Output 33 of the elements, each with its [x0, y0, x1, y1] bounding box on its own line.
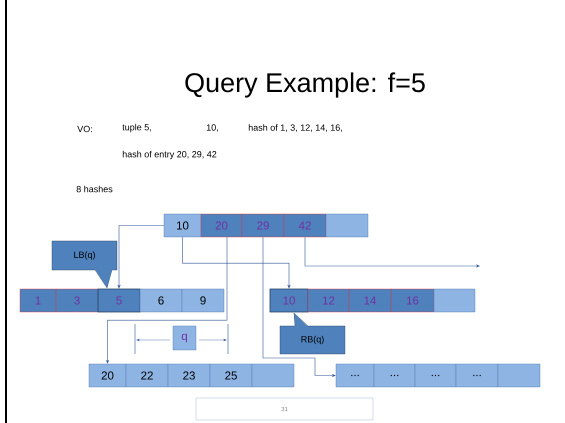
text-label: VO:	[77, 126, 92, 132]
cell: 22	[126, 364, 168, 388]
title: Query Example: f=5	[185, 72, 425, 98]
cell: 14	[348, 288, 392, 312]
cell: ...	[336, 364, 374, 388]
cell: ...	[456, 364, 498, 388]
text-label: hash of entry 20, 29, 42	[122, 150, 216, 160]
cell: 3	[56, 288, 98, 312]
cell: 20	[200, 214, 242, 238]
text-label: hash of 1, 3, 12, 14, 16,	[248, 124, 342, 132]
cell: ...	[374, 364, 416, 388]
cell: 29	[242, 214, 284, 238]
cell: 20	[88, 364, 126, 388]
cell: 1	[20, 288, 56, 312]
text-label: tuple 5,	[122, 124, 151, 132]
query-box: q	[172, 326, 196, 350]
callout-box: RB(q)	[280, 312, 346, 354]
cell	[252, 364, 294, 388]
cell: 6	[140, 288, 182, 312]
cell: ...	[414, 364, 456, 388]
cell: 23	[168, 364, 210, 388]
cell: 25	[210, 364, 252, 388]
cell: 9	[182, 288, 224, 312]
text-label: 8 hashes	[76, 186, 112, 192]
cell	[434, 288, 476, 312]
cell: 12	[308, 288, 350, 312]
cell	[498, 364, 540, 388]
cell: 10	[164, 214, 202, 238]
text-label: 10,	[206, 124, 218, 132]
cell	[326, 214, 368, 238]
cell: 42	[284, 214, 326, 238]
cell: 16	[390, 288, 434, 312]
callout-box: LB(q)	[52, 240, 118, 288]
